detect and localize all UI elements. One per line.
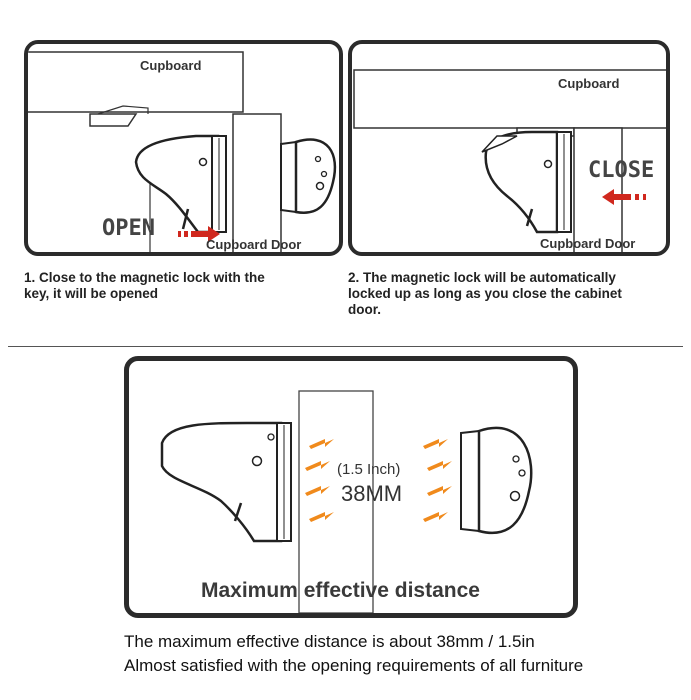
close-diagram-panel: Cupboard CLOSE Cupboard Door: [348, 40, 670, 256]
step2-caption: 2. The magnetic lock will be automatical…: [348, 270, 688, 318]
footer-line2: Almost satisfied with the opening requir…: [124, 656, 584, 675]
open-arrow: [178, 226, 220, 242]
open-lock-illustration: [28, 51, 337, 252]
distance-illustration: [160, 390, 533, 613]
panel1-action-label: OPEN: [102, 216, 155, 241]
panel2-door-label: Cupboard Door: [540, 236, 636, 251]
close-lock-illustration: [353, 69, 666, 252]
mm-label: 38MM: [341, 481, 403, 506]
open-diagram-panel: Cupboard OPEN Cupboard Door: [24, 40, 343, 256]
distance-diagram-panel: (1.5 Inch) 38MM Maximum effective distan…: [124, 356, 578, 618]
inch-label: (1.5 Inch): [337, 461, 401, 478]
panel2-cupboard-label: Cupboard: [558, 76, 620, 91]
step2-caption-line1: 2. The magnetic lock will be automatical…: [348, 270, 616, 285]
step1-caption-line1: 1. Close to the magnetic lock with the: [24, 270, 265, 285]
step1-caption: 1. Close to the magnetic lock with the k…: [24, 270, 344, 302]
footer-line1: The maximum effective distance is about …: [124, 632, 535, 651]
panel1-cupboard-label: Cupboard: [140, 58, 202, 73]
panel2-action-label: CLOSE: [588, 158, 655, 183]
magnetic-waves-left: [305, 439, 334, 522]
section-divider: [8, 346, 683, 347]
close-arrow: [602, 189, 646, 205]
step2-caption-line3: door.: [348, 302, 381, 317]
distance-heading: Maximum effective distance: [201, 579, 480, 602]
magnetic-waves-right: [423, 439, 452, 522]
step2-caption-line2: locked up as long as you close the cabin…: [348, 286, 622, 301]
panel1-door-label: Cupboard Door: [206, 237, 302, 252]
step1-caption-line2: key, it will be opened: [24, 286, 159, 301]
